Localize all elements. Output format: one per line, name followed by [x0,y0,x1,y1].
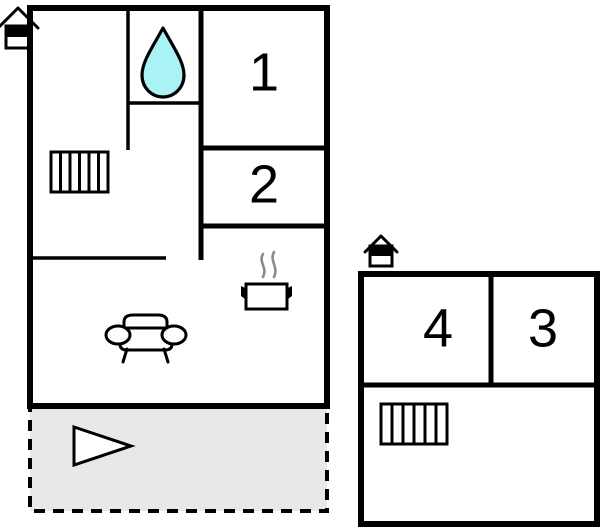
house-icon [363,234,399,268]
arrow-right-icon [72,424,136,468]
building-right: 4 3 [358,234,600,527]
stairs-icon [379,402,449,446]
building-left: 1 2 [0,5,330,513]
terrace [28,404,329,513]
water-drop-icon [140,26,186,99]
cooking-pot-icon [241,250,292,311]
room-number-4: 4 [423,298,453,358]
room-number-3: 3 [528,298,558,358]
room-number-2: 2 [249,154,279,214]
stairs-icon [49,150,110,194]
sofa-icon [104,313,188,364]
room-number-1: 1 [249,42,279,102]
